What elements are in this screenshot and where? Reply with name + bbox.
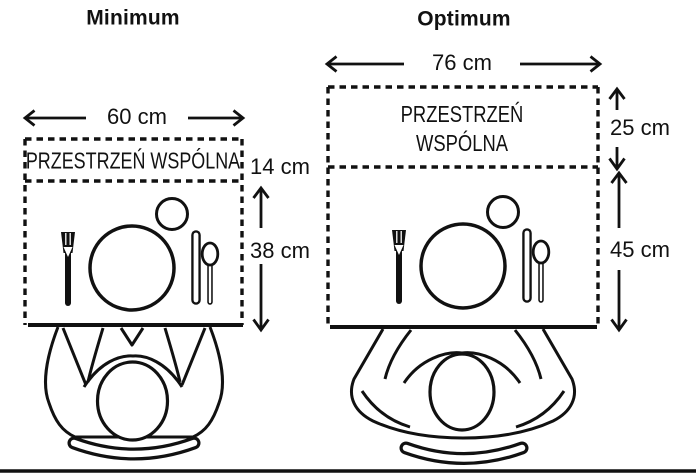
minimum-diagram	[22, 109, 270, 461]
fork-icon	[392, 230, 406, 304]
common-space-box	[326, 85, 600, 327]
width-dimension-label: 60 cm	[107, 103, 167, 129]
width-dimension-arrow	[324, 55, 603, 73]
depth-dimension-arrows	[608, 86, 628, 333]
common-space-box	[23, 137, 244, 325]
common-space-depth-label: 25 cm	[610, 114, 670, 140]
spoon-icon	[531, 239, 551, 303]
fork-icon	[61, 232, 75, 306]
common-space-label: PRZESTRZEŃ WSPÓLNA	[25, 147, 241, 174]
place-setting	[61, 197, 220, 312]
plate-icon	[88, 224, 176, 312]
width-dimension-arrow	[22, 109, 246, 127]
common-space-label: PRZESTRZEŃ WSPÓLNA	[401, 100, 524, 158]
optimum-diagram	[324, 55, 628, 465]
place-setting-depth-label: 38 cm	[250, 237, 310, 263]
depth-dimension-arrows	[252, 185, 270, 333]
common-space-label-line1: PRZESTRZEŃ	[400, 101, 524, 127]
diagram-title-minimum: Minimum	[86, 6, 180, 30]
chair-icon	[399, 441, 529, 465]
common-space-label-line2: WSPÓLNA	[415, 130, 509, 156]
width-dimension-label: 76 cm	[432, 49, 492, 75]
diner-top-view-icon	[44, 326, 224, 461]
place-setting-depth-label: 45 cm	[610, 236, 670, 262]
place-setting	[392, 195, 551, 310]
glass-icon	[155, 197, 189, 231]
diner-top-view-icon	[349, 328, 577, 465]
spoon-icon	[200, 241, 220, 305]
common-space-depth-label: 14 cm	[250, 153, 310, 179]
plate-icon	[419, 222, 507, 310]
chair-icon	[67, 436, 201, 461]
glass-icon	[486, 195, 520, 229]
diagram-title-optimum: Optimum	[417, 7, 511, 31]
